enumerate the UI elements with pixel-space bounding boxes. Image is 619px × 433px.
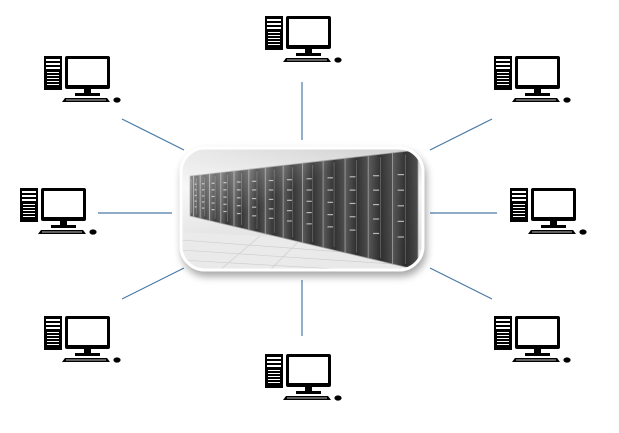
- computer-top-left-icon: [43, 55, 122, 104]
- link-top-left: [121, 118, 185, 151]
- server-room-icon: [179, 146, 425, 272]
- computer-bottom-left-icon: [43, 315, 122, 364]
- computer-bottom-icon: [264, 353, 343, 402]
- computer-bottom-right-icon: [493, 315, 572, 364]
- computer-top-icon: [264, 15, 343, 64]
- link-bottom-left: [121, 267, 185, 300]
- computer-left-icon: [19, 187, 98, 236]
- link-bottom-right: [429, 267, 493, 300]
- computer-top-right-icon: [493, 55, 572, 104]
- connection-links: [98, 82, 497, 336]
- link-top-right: [429, 118, 493, 151]
- computer-right-icon: [509, 187, 588, 236]
